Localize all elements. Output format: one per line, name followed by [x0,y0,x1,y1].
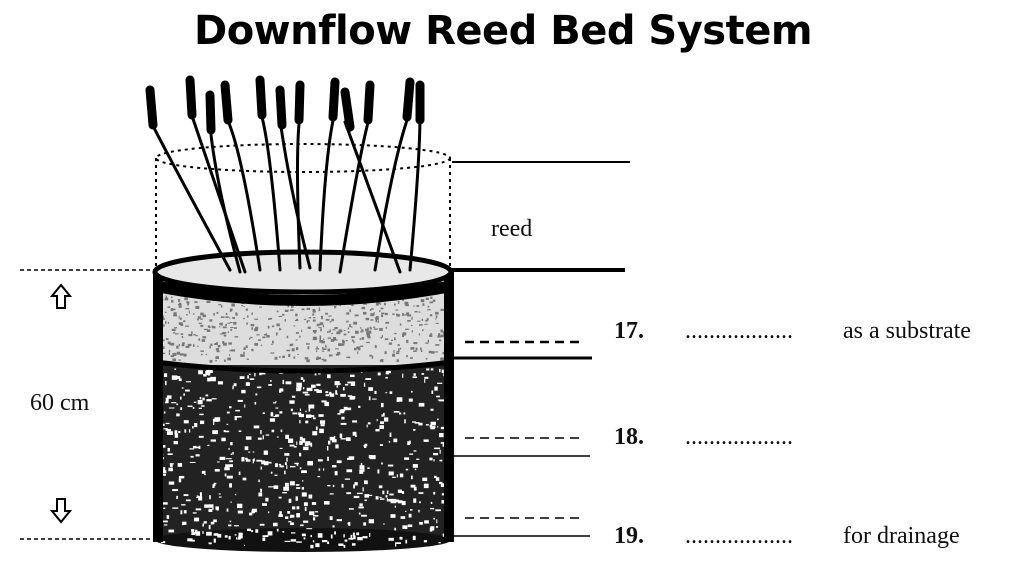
bed-surface [152,249,454,295]
question-17-text: as a substrate [843,318,971,344]
arrow-down-outline-icon [49,498,73,524]
gravel-layer [155,362,452,540]
question-19-text: for drainage [843,523,960,549]
question-18-blank[interactable]: .................. [685,424,793,450]
question-17-blank[interactable]: .................. [685,318,793,344]
gravel-texture [160,368,449,549]
dotted-cylinder-outline [155,143,451,272]
pointer-lines [452,161,630,537]
arrow-up-outline-icon [49,283,73,309]
question-17-number: 17. [614,318,644,344]
depth-label: 60 cm [30,390,90,416]
reed-label: reed [491,216,533,242]
question-19-blank[interactable]: .................. [685,523,793,549]
depth-markers [20,269,155,540]
reed-plants [145,75,425,274]
diagram-title: Downflow Reed Bed System [194,8,813,54]
question-19-number: 19. [614,523,644,549]
question-18-number: 18. [614,424,644,450]
